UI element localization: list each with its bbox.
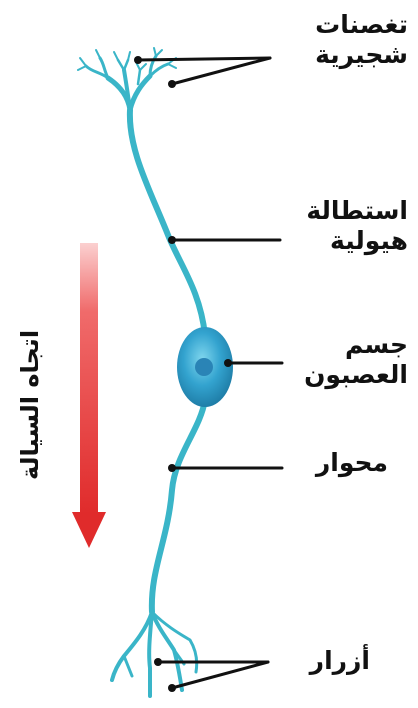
label-cell-body: جسم العصبون: [298, 330, 408, 390]
cell-body: [177, 327, 233, 407]
leader-dendrites-a: [138, 58, 270, 60]
label-flow-direction: اتجاه السيالة: [16, 330, 44, 480]
leader-dot: [168, 236, 176, 244]
leader-dot: [168, 684, 176, 692]
leader-dot: [134, 56, 142, 64]
label-axon-terminals: أزرار: [310, 646, 370, 676]
leader-dot: [154, 658, 162, 666]
leader-terminals-b: [172, 662, 268, 688]
leader-dot: [168, 80, 176, 88]
label-axon: محوار: [316, 448, 388, 478]
flow-direction-arrow: [72, 243, 106, 548]
leader-dot: [168, 464, 176, 472]
leader-dot: [224, 359, 232, 367]
label-dendrite-extension: استطالة هيولية: [288, 196, 408, 256]
leader-dendrites-b: [172, 58, 270, 84]
label-dendrites: تغصنات شجيرية: [288, 10, 408, 70]
dendrites: [78, 48, 176, 110]
